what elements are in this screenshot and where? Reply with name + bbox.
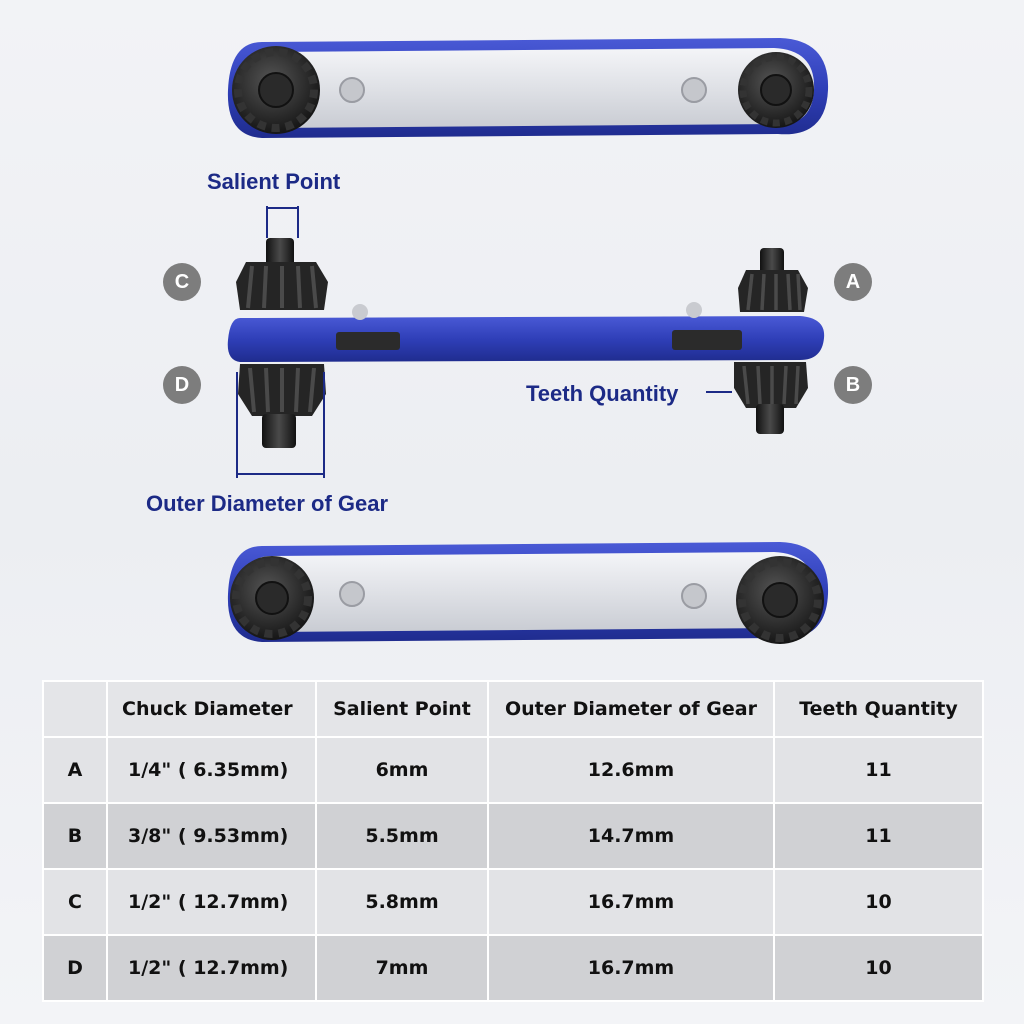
spec-table: Chuck Diameter Salient Point Outer Diame… xyxy=(42,680,984,1002)
gear-icon xyxy=(232,46,320,134)
salient-point-label: Salient Point xyxy=(207,169,341,194)
outer-diameter-label: Outer Diameter of Gear xyxy=(146,491,389,516)
salient-point-cell: 5.8mm xyxy=(315,868,489,936)
teeth-quantity-cell: 10 xyxy=(773,934,984,1002)
badge-b: B xyxy=(834,366,872,404)
chuck-diameter-cell: 1/2" ( 12.7mm) xyxy=(106,934,317,1002)
gear-icon xyxy=(738,52,814,128)
salient-point-cell: 6mm xyxy=(315,736,489,804)
teeth-quantity-cell: 11 xyxy=(773,736,984,804)
table-row: A 1/4" ( 6.35mm) 6mm 12.6mm 11 xyxy=(42,736,984,804)
wrench-side-view xyxy=(227,206,825,478)
dimension-lines xyxy=(236,206,732,478)
header-teeth-quantity: Teeth Quantity xyxy=(773,680,984,738)
table-row: D 1/2" ( 12.7mm) 7mm 16.7mm 10 xyxy=(42,934,984,1002)
row-letter: C xyxy=(42,868,108,936)
wrench-bottom-view xyxy=(227,542,829,644)
wrench-top-view xyxy=(227,38,829,138)
badge-d: D xyxy=(163,366,201,404)
salient-point-cell: 5.5mm xyxy=(315,802,489,870)
chuck-diameter-cell: 3/8" ( 9.53mm) xyxy=(106,802,317,870)
table-row: C 1/2" ( 12.7mm) 5.8mm 16.7mm 10 xyxy=(42,868,984,936)
chuck-diameter-cell: 1/4" ( 6.35mm) xyxy=(106,736,317,804)
teeth-quantity-cell: 10 xyxy=(773,868,984,936)
chuck-diameter-cell: 1/2" ( 12.7mm) xyxy=(106,868,317,936)
outer-diameter-cell: 16.7mm xyxy=(487,868,775,936)
outer-diameter-cell: 12.6mm xyxy=(487,736,775,804)
row-letter: B xyxy=(42,802,108,870)
teeth-quantity-label: Teeth Quantity xyxy=(526,381,679,406)
header-outer-diameter: Outer Diameter of Gear xyxy=(487,680,775,738)
header-chuck-diameter: Chuck Diameter xyxy=(106,680,317,738)
badge-a: A xyxy=(834,263,872,301)
table-header-row: Chuck Diameter Salient Point Outer Diame… xyxy=(42,680,984,738)
outer-diameter-cell: 16.7mm xyxy=(487,934,775,1002)
table-row: B 3/8" ( 9.53mm) 5.5mm 14.7mm 11 xyxy=(42,802,984,870)
row-letter: D xyxy=(42,934,108,1002)
gear-icon xyxy=(230,556,314,640)
gear-icon xyxy=(736,556,824,644)
teeth-quantity-cell: 11 xyxy=(773,802,984,870)
badge-c: C xyxy=(163,263,201,301)
row-letter: A xyxy=(42,736,108,804)
header-letter xyxy=(42,680,108,738)
header-salient-point: Salient Point xyxy=(315,680,489,738)
outer-diameter-cell: 14.7mm xyxy=(487,802,775,870)
wrench-illustration xyxy=(227,38,829,644)
salient-point-cell: 7mm xyxy=(315,934,489,1002)
